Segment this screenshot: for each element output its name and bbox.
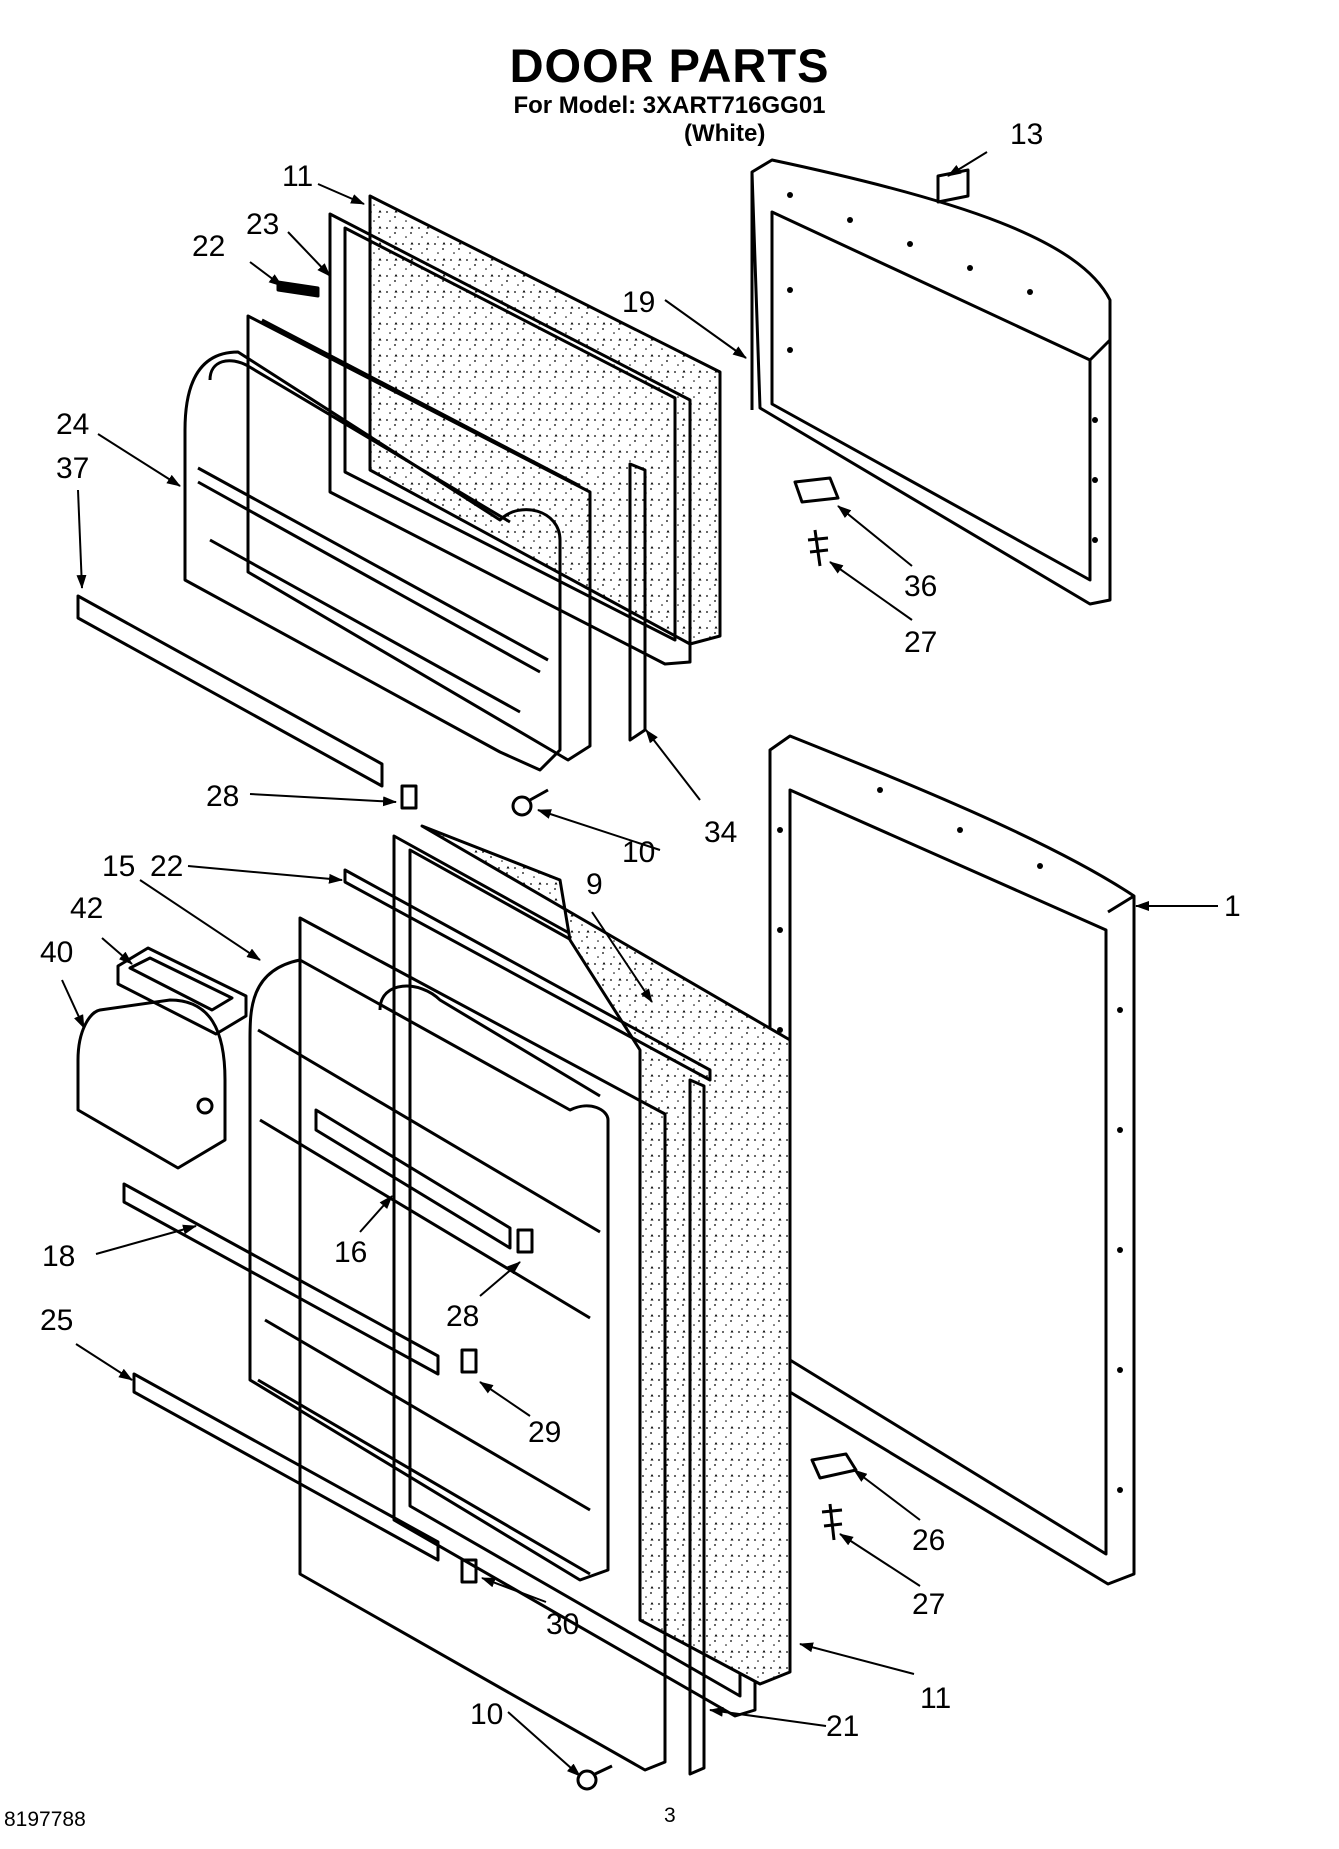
rail-37 bbox=[76, 594, 384, 788]
clip-28-upper bbox=[400, 784, 418, 810]
callout-29: 29 bbox=[528, 1416, 561, 1449]
freezer-door-assembly bbox=[76, 194, 722, 817]
callout-37: 37 bbox=[56, 452, 89, 485]
clip-29 bbox=[460, 1348, 478, 1374]
callout-28: 28 bbox=[206, 780, 239, 813]
screw-10-lower bbox=[576, 1764, 613, 1791]
main-door-frame bbox=[768, 734, 1136, 1586]
callout-27: 27 bbox=[904, 626, 937, 659]
document-number: 8197788 bbox=[4, 1808, 86, 1831]
door-liner-lower bbox=[298, 916, 667, 1772]
callout-16: 16 bbox=[334, 1236, 367, 1269]
hinge-strip bbox=[628, 462, 647, 742]
insulation-panel-upper bbox=[368, 194, 722, 646]
callout-11: 11 bbox=[920, 1682, 951, 1715]
model-label-13 bbox=[936, 168, 970, 204]
butter-tray-42 bbox=[116, 946, 248, 1036]
hinge-26 bbox=[810, 1452, 858, 1480]
color-variant: (White) bbox=[684, 120, 766, 147]
callout-numbers: 13 11 23 22 19 24 37 36 27 34 28 10 1 22… bbox=[40, 118, 1241, 1743]
rail-25 bbox=[132, 1372, 440, 1562]
callout-11: 11 bbox=[282, 160, 313, 193]
callout-10: 10 bbox=[622, 836, 655, 869]
callout-28: 28 bbox=[446, 1300, 479, 1333]
callout-9: 9 bbox=[586, 868, 603, 901]
insulation-panel-lower bbox=[420, 824, 792, 1686]
callout-40: 40 bbox=[40, 936, 73, 969]
callout-leaders bbox=[61, 151, 1218, 1777]
callout-18: 18 bbox=[42, 1240, 75, 1273]
callout-21: 21 bbox=[826, 1710, 859, 1743]
dairy-door-40 bbox=[76, 998, 227, 1170]
screw-27-upper bbox=[807, 529, 829, 567]
callout-1: 1 bbox=[1224, 890, 1241, 923]
screw-27-lower bbox=[821, 1503, 843, 1541]
rail-18 bbox=[122, 1182, 440, 1376]
clip-30 bbox=[460, 1558, 478, 1584]
callout-22: 22 bbox=[192, 230, 225, 263]
door-liner-15 bbox=[248, 958, 610, 1582]
fresh-food-door-assembly bbox=[76, 824, 792, 1791]
callout-42: 42 bbox=[70, 892, 103, 925]
callout-25: 25 bbox=[40, 1304, 73, 1337]
callout-26: 26 bbox=[912, 1524, 945, 1557]
callout-27: 27 bbox=[912, 1588, 945, 1621]
callout-36: 36 bbox=[904, 570, 937, 603]
clip-28-lower bbox=[516, 1228, 534, 1254]
trim-strip-lower bbox=[343, 868, 712, 1082]
callout-22: 22 bbox=[150, 850, 183, 883]
callout-13: 13 bbox=[1010, 118, 1043, 151]
callout-30: 30 bbox=[546, 1608, 579, 1641]
hinge-strip-21 bbox=[688, 1078, 706, 1776]
hinge-36 bbox=[793, 476, 840, 504]
frame-screw-holes bbox=[787, 192, 1098, 543]
trim-strip-upper bbox=[276, 280, 320, 298]
door-gasket-upper bbox=[328, 212, 692, 666]
callout-15: 15 bbox=[102, 850, 135, 883]
callout-10: 10 bbox=[470, 1698, 503, 1731]
screw-10-upper bbox=[511, 788, 549, 817]
shelf-16 bbox=[314, 1108, 512, 1250]
door-frame-upper bbox=[750, 158, 1112, 606]
callout-19: 19 bbox=[622, 286, 655, 319]
callout-34: 34 bbox=[704, 816, 737, 849]
freezer-liner bbox=[183, 350, 562, 772]
page-title: DOOR PARTS bbox=[509, 39, 830, 92]
callout-24: 24 bbox=[56, 408, 89, 441]
model-line: For Model: 3XART716GG01 bbox=[513, 92, 826, 119]
callout-23: 23 bbox=[246, 208, 279, 241]
page-number: 3 bbox=[664, 1804, 676, 1827]
